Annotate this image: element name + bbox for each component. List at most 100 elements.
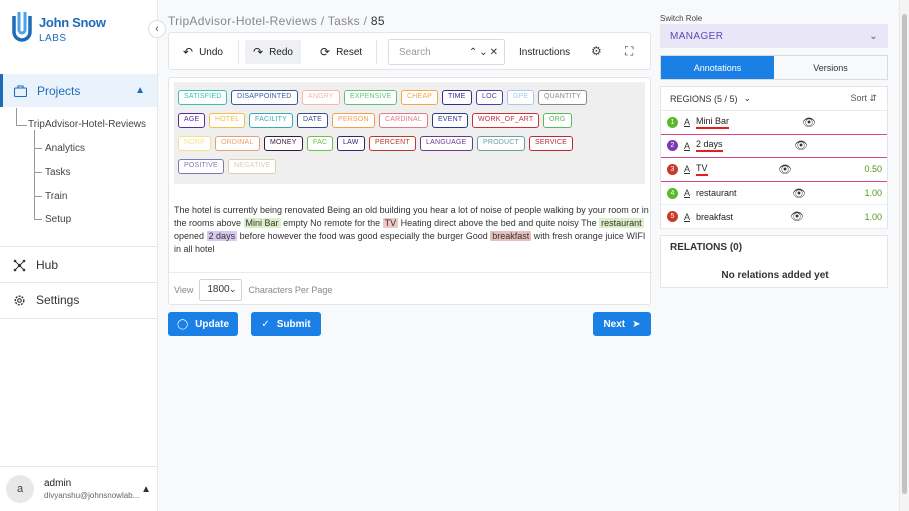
label-chip-time[interactable]: TIME	[442, 90, 472, 105]
label-chip-law[interactable]: LAW	[337, 136, 365, 151]
nav-settings[interactable]: Settings	[12, 293, 79, 307]
redo-label: Redo	[269, 46, 293, 58]
sidebar-item-analytics[interactable]: Analytics	[45, 143, 86, 154]
submit-label: Submit	[276, 318, 311, 330]
user-menu[interactable]: a admin divyanshu@johnsnowlab... ▲	[0, 466, 157, 511]
redo-button[interactable]: ↷ Redo	[245, 40, 301, 64]
nav-projects-label: Projects	[37, 83, 81, 98]
brand-sub: LABS	[39, 33, 67, 44]
reset-icon: ⟳	[320, 45, 331, 59]
collapse-sidebar-button[interactable]: ‹	[148, 20, 166, 38]
region-number: 2	[667, 140, 678, 152]
label-chip-date[interactable]: DATE	[297, 113, 328, 128]
role-select[interactable]: MANAGER ⌄	[660, 24, 888, 48]
region-number: 4	[667, 187, 678, 199]
scrollbar-thumb[interactable]	[902, 14, 907, 494]
annotated-span[interactable]: TV	[382, 218, 399, 228]
sidebar-project-name[interactable]: TripAdvisor-Hotel-Reviews	[28, 119, 146, 130]
annotated-span[interactable]: Mini Bar	[243, 218, 281, 228]
sidebar-divider	[0, 246, 157, 247]
relations-title: RELATIONS (0)	[670, 242, 743, 253]
nav-hub-label: Hub	[36, 258, 59, 272]
search-input[interactable]: Search ⌃⌄✕	[388, 39, 505, 65]
label-chip-gpe[interactable]: GPE	[507, 90, 535, 105]
update-button[interactable]: ◯ Update	[168, 312, 238, 336]
gear-icon[interactable]: ⚙	[591, 44, 602, 58]
region-text: 2 days	[696, 139, 723, 153]
label-chip-event[interactable]: EVENT	[432, 113, 469, 128]
check-circle-icon: ◯	[176, 318, 189, 330]
eye-icon[interactable]: 👁	[790, 211, 804, 224]
annotated-span[interactable]: 2 days	[206, 231, 238, 241]
chevron-down-icon[interactable]: ⌄	[479, 46, 490, 58]
eye-icon[interactable]: 👁	[794, 140, 808, 153]
label-chip-loc[interactable]: LOC	[476, 90, 503, 105]
label-chip-money[interactable]: MONEY	[264, 136, 303, 151]
toolbar: ↶ Undo ↷ Redo ⟳ Reset Search ⌃⌄✕ Instruc…	[168, 32, 651, 70]
submit-button[interactable]: ✓ Submit	[251, 312, 321, 336]
region-number: 3	[667, 163, 678, 175]
label-chip-age[interactable]: AGE	[178, 113, 206, 128]
label-chip-quantity[interactable]: QUANTITY	[538, 90, 587, 105]
tab-versions[interactable]: Versions	[813, 62, 848, 73]
close-icon[interactable]: ✕	[489, 46, 500, 58]
review-text[interactable]: The hotel is currently being renovated B…	[174, 204, 649, 256]
arrow-right-circle-icon: ➤	[632, 318, 641, 330]
label-chip-cardinal[interactable]: CARDINAL	[379, 113, 428, 128]
fullscreen-icon[interactable]: ⛶	[625, 44, 634, 58]
per-page-select[interactable]: 1800 ⌄	[199, 278, 243, 301]
eye-icon[interactable]: 👁	[792, 187, 806, 200]
undo-button[interactable]: ↶ Undo	[175, 40, 231, 64]
brand-logo[interactable]: John Snow LABS	[10, 10, 106, 46]
label-chip-percent[interactable]: PERCENT	[369, 136, 416, 151]
nav-projects[interactable]: Projects ▲	[0, 74, 157, 107]
label-chip-service[interactable]: SERVICE	[529, 136, 574, 151]
chevron-up-icon[interactable]: ⌃	[468, 46, 480, 58]
chevron-down-icon: ⌄	[743, 93, 752, 103]
nav-hub[interactable]: Hub	[12, 258, 58, 272]
sidebar-item-train[interactable]: Train	[45, 191, 68, 202]
label-chip-expensive[interactable]: EXPENSIVE	[344, 90, 398, 105]
label-chip-disappointed[interactable]: DISAPPOINTED	[231, 90, 298, 105]
sort-button[interactable]: Sort ⇵	[850, 93, 877, 103]
next-button[interactable]: Next ➤	[593, 312, 651, 336]
annotated-span[interactable]: breakfast	[490, 231, 532, 241]
relations-panel: RELATIONS (0) No relations added yet	[660, 235, 888, 288]
tab-annotations[interactable]: Annotations	[661, 56, 774, 79]
page-scrollbar[interactable]	[899, 0, 909, 511]
label-chip-satisfied[interactable]: SATISFIED	[178, 90, 228, 105]
label-chip-positive[interactable]: POSITIVE	[178, 159, 224, 174]
eye-icon[interactable]: 👁	[802, 116, 816, 129]
label-chip-person[interactable]: PERSON	[332, 113, 375, 128]
label-chip-cheap[interactable]: CHEAP	[401, 90, 439, 105]
label-chip-hotel[interactable]: HOTEL	[209, 113, 246, 128]
label-chip-org[interactable]: ORG	[543, 113, 572, 128]
annotated-span[interactable]: restaurant	[599, 218, 644, 228]
label-chip-angry[interactable]: ANGRY	[302, 90, 340, 105]
label-chip-ordinal[interactable]: ORDINAL	[215, 136, 260, 151]
sidebar: John Snow LABS Projects ▲ TripAdvisor-Ho…	[0, 0, 158, 511]
breadcrumb-tasks[interactable]: Tasks	[327, 14, 360, 28]
sidebar-item-setup[interactable]: Setup	[45, 214, 72, 225]
instructions-button[interactable]: Instructions	[511, 40, 578, 64]
sidebar-item-tasks[interactable]: Tasks	[45, 167, 71, 178]
label-chip-facility[interactable]: FACILITY	[249, 113, 293, 128]
eye-icon[interactable]: 👁	[778, 163, 792, 176]
label-chip-product[interactable]: PRODUCT	[477, 136, 526, 151]
breadcrumb-separator: /	[363, 14, 368, 28]
label-chip-fac[interactable]: FAC	[307, 136, 334, 151]
reset-button[interactable]: ⟳ Reset	[312, 40, 370, 64]
text-segment: The hotel is currently being renovated B…	[174, 205, 649, 228]
breadcrumb-project[interactable]: TripAdvisor-Hotel-Reviews	[168, 14, 318, 28]
label-chip-negative[interactable]: NEGATIVE	[228, 159, 277, 174]
label-chip-work-of-art[interactable]: WORK_OF_ART	[472, 113, 540, 128]
label-chip-norp[interactable]: NORP	[178, 136, 212, 151]
regions-header[interactable]: REGIONS (5 / 5) ⌄ Sort ⇵	[661, 87, 887, 111]
label-chip-language[interactable]: LANGUAGE	[420, 136, 473, 151]
